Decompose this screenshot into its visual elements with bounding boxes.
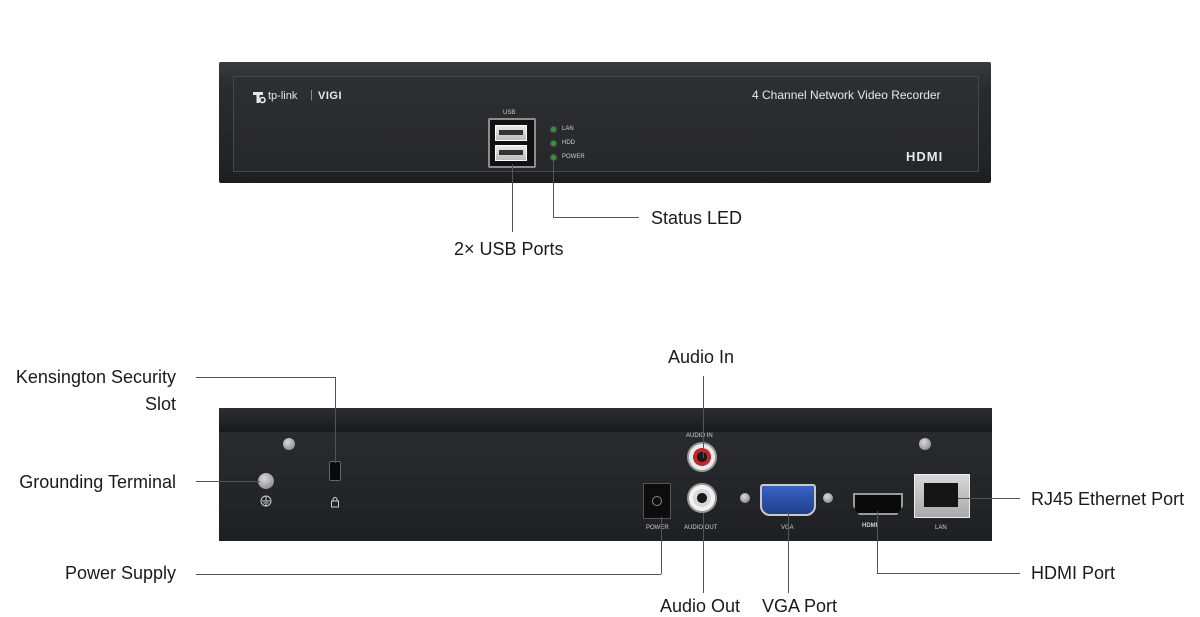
audio-in-jack[interactable]: [687, 442, 717, 472]
nvr-rear-panel: [219, 432, 992, 541]
usb-port-top[interactable]: [495, 125, 527, 141]
screw-right: [919, 438, 931, 450]
brand-divider: |: [310, 89, 313, 101]
hdd-led: [551, 141, 556, 146]
nvr-front-face: [233, 76, 979, 172]
audio-in-label: AUDIO IN: [686, 433, 713, 439]
grounding-leader-line: [196, 481, 260, 482]
usb-ports[interactable]: [488, 118, 536, 168]
product-line: VIGI: [318, 90, 343, 102]
callout-power-supply: Power Supply: [64, 563, 176, 583]
lan-port-label: LAN: [935, 525, 947, 531]
status-led-leader-horizontal: [553, 217, 639, 218]
hdmi-port-label: HDMI: [862, 523, 878, 529]
audio-out-jack[interactable]: [687, 483, 717, 513]
power-leader-horizontal: [196, 574, 661, 575]
power-jack[interactable]: [643, 483, 671, 519]
led-label-lan: LAN: [562, 126, 574, 132]
callout-audio-out: Audio Out: [660, 596, 741, 616]
callout-usb-ports: 2× USB Ports: [454, 239, 564, 259]
audio-out-leader-line: [703, 513, 704, 593]
hdmi-leader-vertical: [877, 511, 878, 573]
vga-leader-line: [788, 512, 789, 593]
callout-audio-in: Audio In: [668, 347, 735, 367]
hdmi-logo-front: HDMI: [906, 149, 944, 164]
vga-port-label: VGA: [781, 525, 794, 531]
nvr-rear-top: [219, 408, 992, 433]
brand-name: tp-link: [268, 90, 298, 102]
kensington-leader-vertical: [335, 377, 336, 463]
power-leader-vertical: [661, 517, 662, 574]
screw-left: [283, 438, 295, 450]
audio-in-leader-line: [703, 376, 704, 458]
power-led: [551, 155, 556, 160]
callout-rj45: RJ45 Ethernet Port: [1031, 489, 1185, 509]
tp-link-mark-icon: [253, 92, 266, 104]
lan-led: [551, 127, 556, 132]
lock-icon: [331, 497, 339, 508]
hdmi-leader-horizontal: [877, 573, 1020, 574]
usb-label: USB: [503, 110, 516, 116]
status-led-leader-vertical: [553, 160, 554, 217]
usb-leader-line: [512, 164, 513, 232]
callout-grounding: Grounding Terminal: [19, 472, 176, 492]
callout-kensington-line1: Kensington Security: [15, 367, 176, 387]
led-label-hdd: HDD: [562, 140, 575, 146]
callout-status-led: Status LED: [651, 208, 743, 228]
audio-out-label: AUDIO OUT: [684, 525, 718, 531]
tp-link-logo: tp-link | VIGI: [250, 88, 370, 106]
vga-screw-left: [740, 493, 750, 503]
callout-kensington-line2: Slot: [144, 394, 176, 414]
hdmi-port[interactable]: [853, 493, 903, 515]
usb-port-bottom[interactable]: [495, 145, 527, 161]
callout-hdmi-port: HDMI Port: [1031, 563, 1116, 583]
ground-symbol-icon: [260, 495, 272, 507]
rj45-leader-line: [958, 498, 1020, 499]
power-port-label: POWER: [646, 525, 669, 531]
model-title: 4 Channel Network Video Recorder: [752, 88, 941, 102]
rj45-port[interactable]: [914, 474, 970, 518]
callout-vga-port: VGA Port: [762, 596, 838, 616]
vga-screw-right: [823, 493, 833, 503]
kensington-slot[interactable]: [329, 461, 341, 481]
grounding-screw[interactable]: [258, 473, 274, 489]
led-label-power: POWER: [562, 154, 585, 160]
kensington-leader-horizontal: [196, 377, 335, 378]
